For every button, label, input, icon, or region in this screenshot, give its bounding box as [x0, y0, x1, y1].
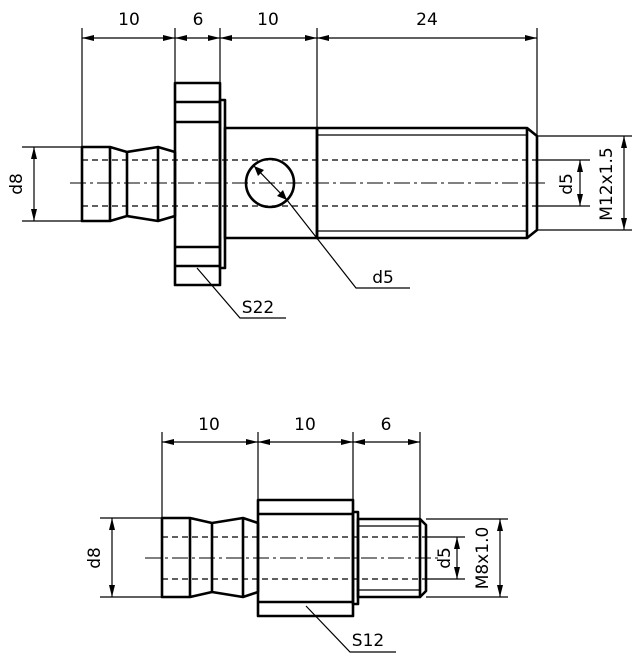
thread-label-m12: M12x1.5	[597, 147, 617, 220]
hex-flange-1	[173, 81, 222, 287]
dim-label-6: 6	[381, 415, 392, 435]
thread-label-m8: M8x1.0	[473, 527, 493, 590]
extension-lines-2	[100, 432, 508, 598]
hex-label-s22: S22	[242, 298, 274, 318]
dim-label-6: 6	[193, 10, 204, 30]
dim-label-10-a: 10	[118, 10, 140, 30]
thread-minor-lines-2	[358, 525, 420, 591]
dia-label-d8: d8	[85, 547, 105, 569]
hose-barb-1	[80, 145, 177, 223]
dimension-lines-2	[111, 441, 501, 597]
dia-label-bore-d5: d5	[435, 547, 455, 569]
thread-minor-lines-1	[317, 134, 527, 232]
dia-label-bore-d5: d5	[557, 173, 577, 195]
hex-label-s12: S12	[352, 631, 384, 651]
extension-lines-1	[22, 28, 632, 231]
dia-label-d8: d8	[7, 173, 27, 195]
hex-leader-2	[305, 605, 396, 653]
hex-leader-1	[196, 267, 286, 319]
fitting-2-view: 10 10 6 d8 d5 M8x1.0 S12	[85, 415, 508, 653]
arrowheads-2	[109, 439, 503, 597]
hex-body-2	[256, 498, 355, 618]
cross-hole-dimension-1	[253, 165, 410, 289]
bore-hidden-lines-2	[162, 536, 426, 580]
cross-hole-label-d5: d5	[372, 268, 394, 288]
dim-label-10-a: 10	[198, 415, 220, 435]
dim-label-10-b: 10	[257, 10, 279, 30]
dim-label-24: 24	[416, 10, 438, 30]
fitting-1-view: 10 6 10 24 d8 d5 M12x1.5 d5 S22	[7, 10, 632, 319]
dim-label-10-b: 10	[294, 415, 316, 435]
bore-hidden-lines-1	[82, 159, 537, 207]
